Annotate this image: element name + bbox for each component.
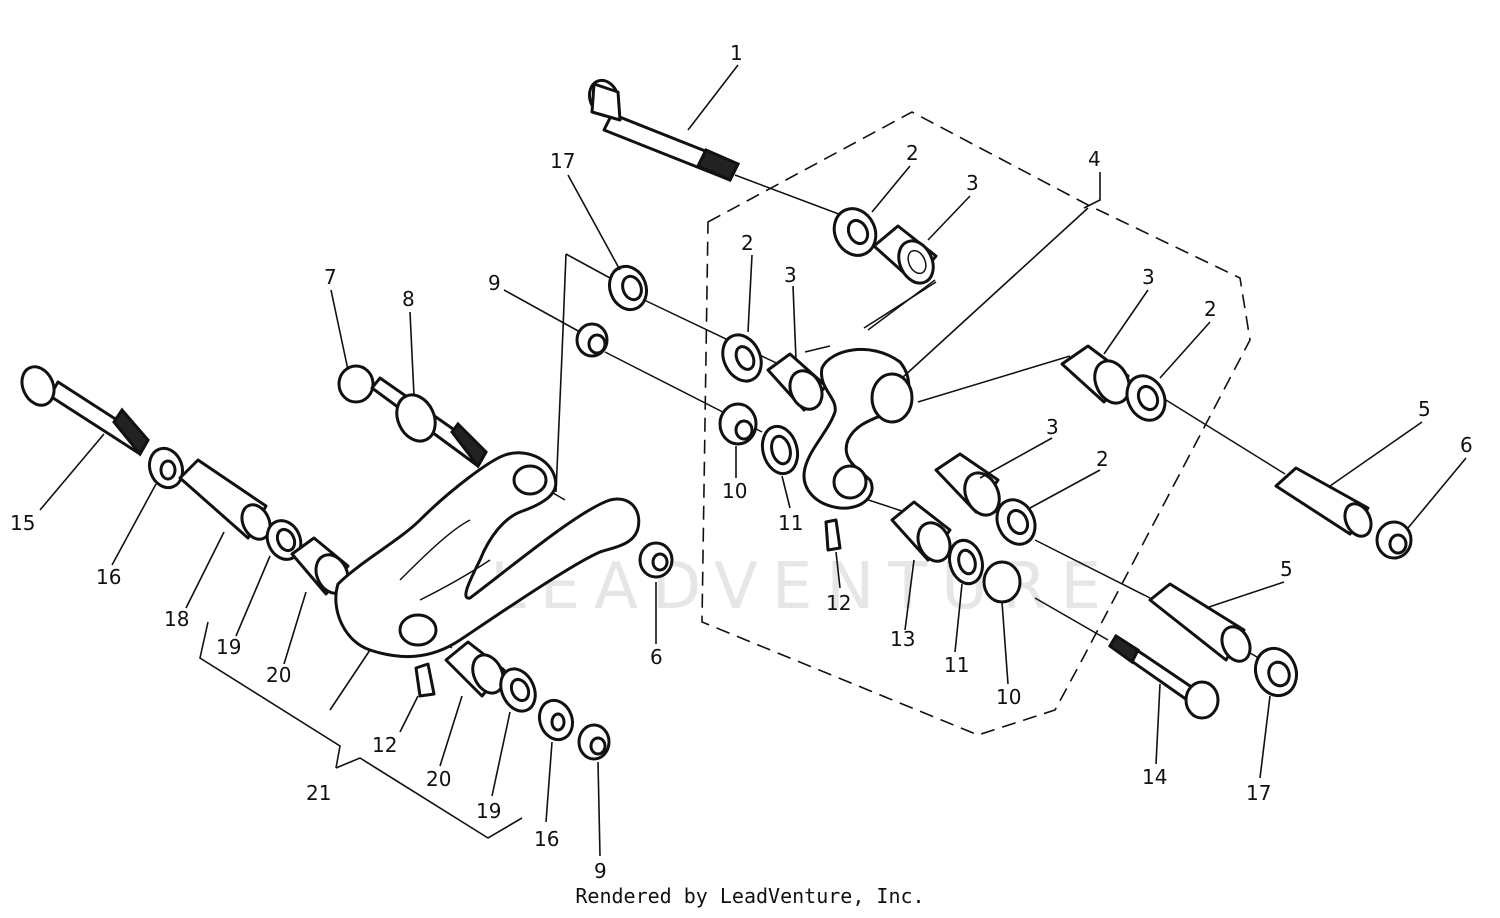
part-5-sleeve-upper <box>1274 466 1373 538</box>
callout-5-lower: 5 <box>1280 557 1293 581</box>
callout-6-left: 6 <box>650 645 663 669</box>
callout-3-right: 3 <box>1142 265 1155 289</box>
part-13-bushing <box>890 500 952 563</box>
callout-16-upper: 16 <box>96 565 121 589</box>
callout-21: 21 <box>306 781 331 805</box>
leader-lines <box>39 64 1467 857</box>
part-6-nut-right <box>1375 520 1413 560</box>
part-9-nut-upper <box>575 322 609 358</box>
callout-2-mid: 2 <box>1096 447 1109 471</box>
callout-19-upper: 19 <box>216 635 241 659</box>
callout-2-left: 2 <box>741 231 754 255</box>
callout-12-right: 12 <box>826 591 851 615</box>
part-3-bushing-right-upper <box>1060 344 1131 405</box>
callout-9-upper: 9 <box>488 271 501 295</box>
callout-2-right: 2 <box>1204 297 1217 321</box>
callout-18: 18 <box>164 607 189 631</box>
callout-6-right: 6 <box>1460 433 1473 457</box>
part-17-collar-lower <box>1253 646 1299 698</box>
callout-14: 14 <box>1142 765 1167 789</box>
part-6-nut-left <box>638 541 674 579</box>
part-3-bushing-upper <box>872 224 938 285</box>
callout-11-left: 11 <box>778 511 803 535</box>
assembly-4-boundary <box>701 111 1251 736</box>
part-8-bolt <box>370 376 488 469</box>
callout-10-left: 10 <box>722 479 747 503</box>
callout-16-lower: 16 <box>534 827 559 851</box>
callout-9-lower: 9 <box>594 859 607 883</box>
callout-8: 8 <box>402 287 415 311</box>
part-10-washer-right <box>982 560 1022 604</box>
footer-credit: Rendered by LeadVenture, Inc. <box>575 884 925 908</box>
part-1-bolt <box>587 78 741 182</box>
callout-7: 7 <box>324 265 337 289</box>
part-2-seal-mid <box>995 498 1037 546</box>
callout-5-upper: 5 <box>1418 397 1431 421</box>
part-3-bushing-left <box>766 352 828 412</box>
part-5-sleeve-lower <box>1148 582 1252 663</box>
part-15-bolt <box>20 365 150 457</box>
part-17-collar-upper <box>607 264 649 312</box>
part-7-spacer <box>337 364 375 404</box>
callout-2-upper: 2 <box>906 141 919 165</box>
part-9-nut-lower <box>577 723 611 761</box>
part-19-seal-lower <box>499 667 537 713</box>
part-2-seal-upper <box>832 207 878 257</box>
callout-19-lower: 19 <box>476 799 501 823</box>
part-3-bushing-mid <box>934 452 1001 517</box>
part-2-seal-left <box>721 333 763 383</box>
callout-20-upper: 20 <box>266 663 291 687</box>
part-2-seal-right-upper <box>1125 374 1167 422</box>
part-16-washer-upper <box>147 446 185 490</box>
callout-20-lower: 20 <box>426 767 451 791</box>
part-14-bolt <box>1108 633 1220 720</box>
part-20-bushing-lower <box>444 640 506 698</box>
callout-1: 1 <box>730 41 743 65</box>
part-11-washer-right <box>948 538 984 586</box>
callout-11-right: 11 <box>944 653 969 677</box>
callout-labels: 1 2 3 4 2 3 3 2 3 2 5 6 5 17 9 7 8 10 11… <box>10 41 1473 883</box>
part-10-washer-left <box>718 402 758 446</box>
callout-12-left: 12 <box>372 733 397 757</box>
callout-17-upper: 17 <box>550 149 575 173</box>
callout-15: 15 <box>10 511 35 535</box>
callout-17-lower: 17 <box>1246 781 1271 805</box>
part-12-grease-fitting-right <box>824 518 842 552</box>
callout-13: 13 <box>890 627 915 651</box>
part-18-sleeve <box>178 458 272 541</box>
callout-3-upper: 3 <box>966 171 979 195</box>
part-16-washer-lower <box>537 698 575 742</box>
part-12-grease-fitting-left <box>414 662 436 698</box>
callout-3-left: 3 <box>784 263 797 287</box>
callout-3-mid: 3 <box>1046 415 1059 439</box>
part-11-washer-left <box>760 424 800 476</box>
part-4-link <box>802 347 914 510</box>
callout-10-right: 10 <box>996 685 1021 709</box>
callout-4: 4 <box>1088 147 1101 171</box>
part-19-seal-upper <box>265 519 303 561</box>
part-21-swing-arm-link <box>334 451 641 659</box>
